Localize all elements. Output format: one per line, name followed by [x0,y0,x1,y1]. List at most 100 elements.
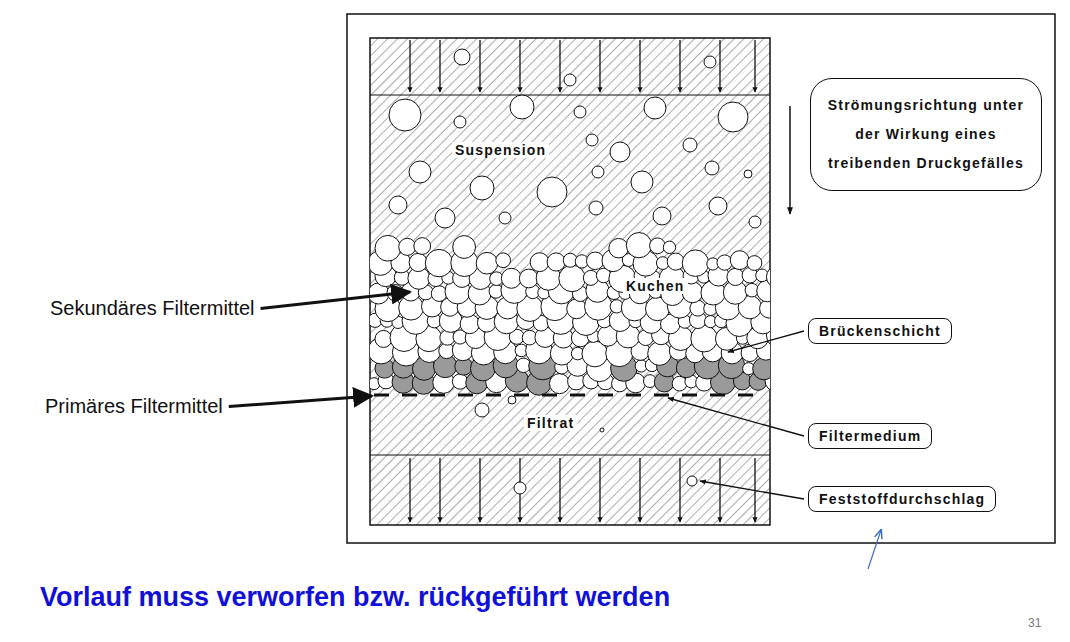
cake-particle [375,330,392,347]
cake-particle [672,376,687,391]
cake-particle [586,252,604,270]
suspension-particle [644,97,666,119]
suspension-particle [510,95,534,119]
cake-particle [667,253,684,270]
cake-particle [766,266,770,288]
callout-box: Brückenschicht [808,318,952,344]
flow-arrow [409,40,410,92]
suspension-particle [409,161,431,183]
cake-particle [650,238,666,254]
suspension-particle [537,177,567,207]
note-box: Strömungsrichtung unter der Wirkung eine… [810,78,1042,191]
hatched-chamber [370,38,770,525]
outlet-boundary [370,454,770,455]
cake-particle [730,251,749,270]
outer-frame [347,14,1055,543]
cake-particle [747,256,762,271]
suspension-particle [653,207,671,225]
filtrate-particle [514,482,526,494]
suspension-particle [592,166,604,178]
flow-arrow [409,458,410,522]
cake-particle [609,238,628,257]
callout-box: Feststoffdurchschlag [808,486,996,512]
suspension-particle [564,74,576,86]
cake-particle [476,252,498,274]
suspension-particle [718,102,748,132]
blue-leader [868,530,881,569]
suspension-particle [586,134,598,146]
cake-particle [691,325,718,352]
flow-arrow [559,40,560,92]
cake-particle [501,268,521,288]
region-label: Suspension [452,142,549,158]
filter-medium-dash [570,394,585,397]
cake-particle [559,265,586,292]
flow-arrow [754,40,755,92]
cake-particle [425,249,452,276]
suspension-particle [709,197,727,215]
cake-particle [549,374,569,394]
leader-lines [229,292,804,499]
cake-particle [663,241,675,253]
page-number: 31 [1028,616,1041,630]
filter-medium-dash [654,394,669,397]
cake-particle [399,238,416,255]
bridge-particle [753,358,770,380]
callout-box: Filtermedium [808,423,932,449]
suspension-particle [704,56,716,68]
suspension-particle [389,99,421,131]
flow-arrow [439,458,440,522]
filtrate-particle [475,403,489,417]
cake-particle [626,233,651,258]
filter-medium-dash [458,394,473,397]
cake-particle [547,253,565,271]
callout-text: Brückenschicht [819,323,941,339]
flow-arrow [719,40,720,92]
filtrate-particle [687,476,697,486]
filter-medium-dash [598,394,613,397]
filter-medium-dash [626,394,641,397]
leader-arrow [700,481,804,499]
callout-text: Feststoffdurchschlag [819,491,985,507]
cake-particle [717,255,732,270]
suspension-particle [705,161,719,175]
leader-arrow [668,398,804,436]
filtrate-particle [600,428,604,432]
cake-particle [414,238,431,255]
flow-arrow [559,458,560,522]
cake-particle [375,235,401,261]
cake-particle [682,250,709,277]
callout-text: Filtermedium [819,428,921,444]
flow-arrow [479,40,480,92]
suspension-particle [683,138,697,152]
cake-particle [453,236,476,259]
filter-medium-dash [374,394,389,397]
filter-medium-dash [486,394,501,397]
filter-medium-dash [542,394,557,397]
flow-arrow [479,458,480,522]
flow-arrow [719,458,720,522]
side-label: Primäres Filtermittel [45,395,223,418]
flow-arrow [599,40,600,92]
leader-arrow [261,292,410,309]
flow-arrow [639,40,640,92]
suspension-particle [470,176,494,200]
callout-text: Strömungsrichtung unter der Wirkung eine… [827,91,1025,178]
leader-arrow [229,396,372,407]
cake-particle [727,268,744,285]
flow-arrow [639,458,640,522]
suspension-particle [454,49,470,65]
leader-arrow [728,331,804,352]
cake-particle [431,286,447,302]
suspension-particle [744,170,752,178]
particles [370,49,770,494]
flow-arrow [679,40,680,92]
suspension-particle [435,208,455,228]
flow-arrow [439,40,440,92]
filtrate-particle [508,396,516,404]
filter-medium-dash [682,394,697,397]
filter-medium-dash [738,394,753,397]
suspension-particle [499,212,511,224]
suspension-particle [589,201,603,215]
filter-medium-dash [402,394,417,397]
